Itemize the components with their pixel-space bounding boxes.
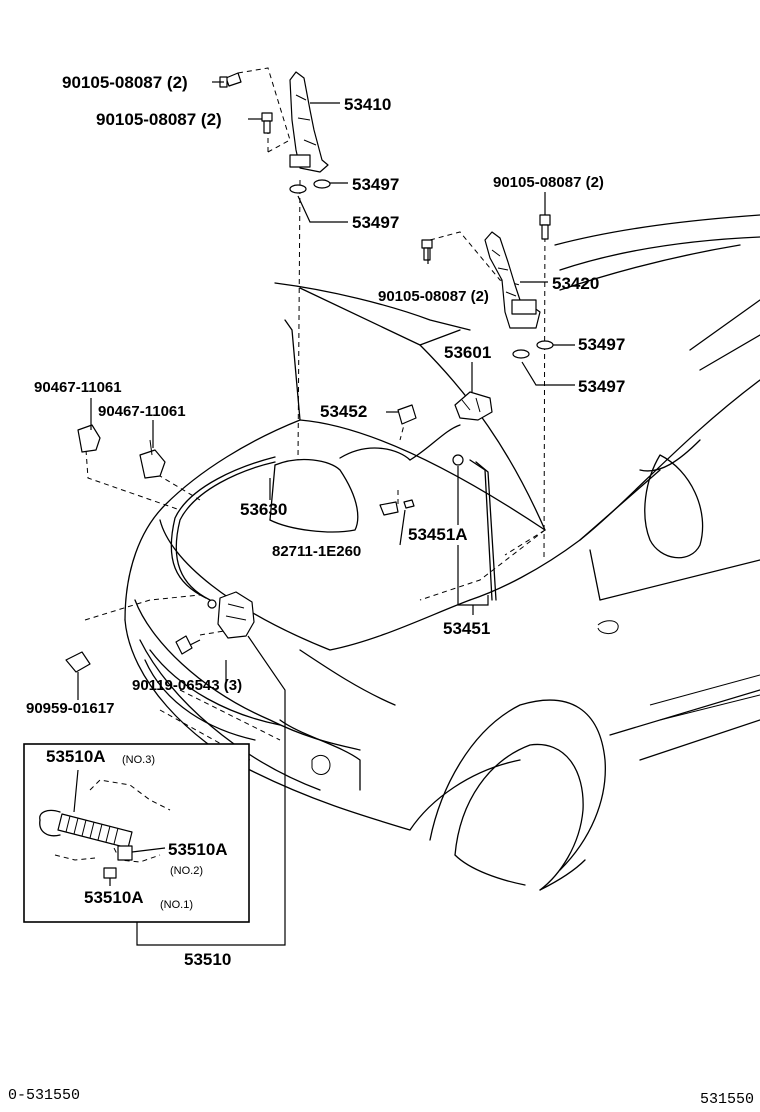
footer-left-code: 0-531550: [8, 1087, 80, 1104]
bolt-icon: [219, 72, 242, 88]
label-hinge-left: 53410: [344, 95, 391, 114]
label-lock-assy: 53510: [184, 950, 231, 969]
label-clip-left-2: 90467-11061: [98, 403, 186, 420]
label-cable-clamp: 53452: [320, 402, 367, 421]
hood-lock-clip-part: [454, 391, 493, 421]
footer-right-code: 531550: [700, 1091, 754, 1108]
label-grommet: 90959-01617: [26, 700, 114, 717]
bolt-icon: [421, 239, 433, 261]
label-hinge-bolt-left-mid: 90105-08087 (2): [96, 110, 222, 129]
label-washer-left-1: 53497: [352, 175, 399, 194]
bolt-icon: [175, 635, 193, 655]
label-hinge-right: 53420: [552, 274, 599, 293]
washer-icon: [512, 340, 554, 359]
label-inset-part-no2: 53510A: [168, 840, 228, 859]
label-washer-right-1: 53497: [578, 335, 625, 354]
wire-clamp-part: [379, 499, 415, 516]
label-release-cable: 53630: [240, 500, 287, 519]
label-hood-lock-clip: 53601: [444, 343, 491, 362]
label-hood-support-rod: 53451: [443, 619, 490, 638]
label-clip-left-1: 90467-11061: [34, 379, 122, 396]
bolt-icon: [539, 214, 551, 240]
washer-tank: [269, 458, 359, 533]
grommet-part: [65, 651, 91, 673]
label-wire-clamp: 82711-1E260: [272, 543, 361, 560]
hinge-left-part: [289, 71, 329, 173]
hood-lock-assembly-part: [207, 591, 255, 639]
label-washer-right-2: 53497: [578, 377, 625, 396]
label-inset-part-no1: 53510A: [84, 888, 144, 907]
release-cable-path: [170, 424, 461, 601]
label-washer-left-2: 53497: [352, 213, 399, 232]
label-hinge-bolt-left-top: 90105-08087 (2): [62, 73, 188, 92]
label-hinge-bolt-right-mid: 90105-08087 (2): [378, 288, 489, 305]
bolt-icon: [261, 112, 273, 134]
label-inset-part-no3: 53510A: [46, 747, 106, 766]
car-body-outline: [124, 214, 760, 891]
label-inset-part-no1-sub: (NO.1): [160, 899, 193, 911]
label-inset-part-no2-sub: (NO.2): [170, 865, 203, 877]
label-inset-part-no3-sub: (NO.3): [122, 754, 155, 766]
clip-left-part: [77, 424, 166, 479]
inset-box: [23, 743, 250, 923]
part-labels: 90105-08087 (2) 90105-08087 (2) 53410 53…: [26, 73, 625, 969]
hinge-right-part: [484, 231, 541, 329]
label-hinge-bolt-right-top: 90105-08087 (2): [493, 174, 604, 191]
label-hood-support-end: 53451A: [408, 525, 468, 544]
label-lock-bolt: 90119-06543 (3): [132, 677, 242, 694]
hood-support-rod: [452, 454, 497, 601]
washer-icon: [289, 179, 331, 194]
cable-clamp-part: [397, 404, 417, 425]
leader-lines: [77, 81, 575, 946]
